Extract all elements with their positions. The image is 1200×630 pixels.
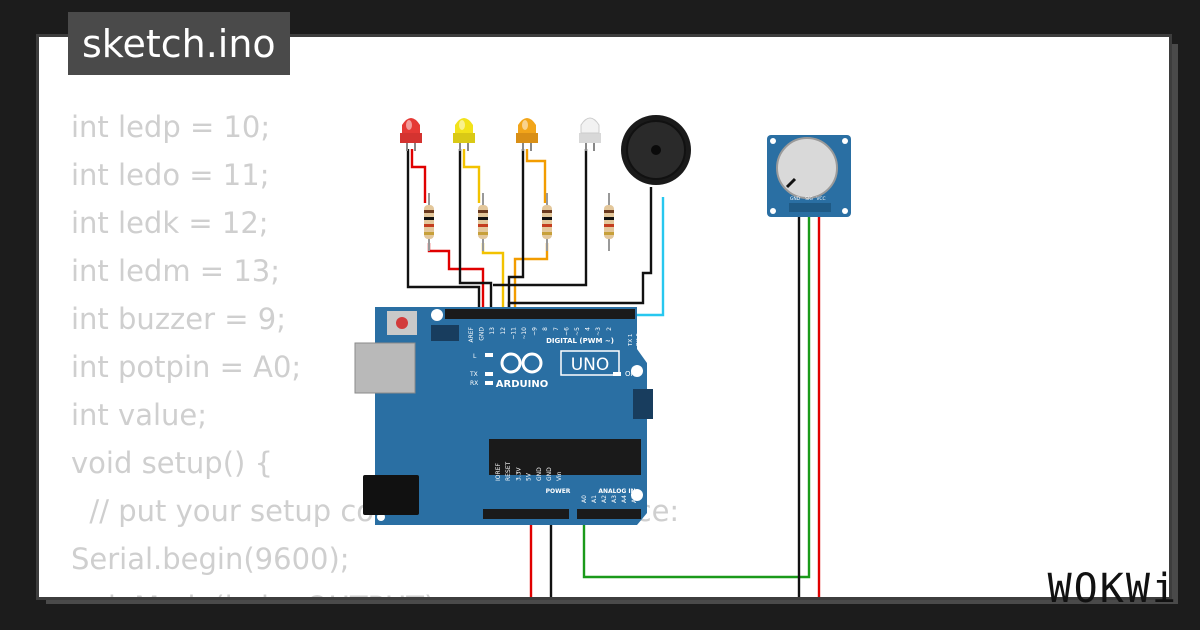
pin-label: ~6 [563,327,570,336]
pin-label: ~5 [574,327,581,336]
usb-port [354,342,416,394]
code-line: int ledk = 12; [71,206,269,240]
atmega-chip [489,439,641,475]
power-jack [363,475,419,515]
wire-black-red-led [406,149,481,313]
pin-label: ~11 [510,327,517,340]
code-line: int ledo = 11; [71,158,270,192]
pin-label: GND [479,327,486,341]
pot-label-vcc: VCC [816,196,825,202]
pin-label: 2 [606,327,613,331]
buzzer[interactable] [621,115,691,185]
pin-label: ~3 [595,327,602,336]
arduino-logo-icon [500,352,543,374]
code-line: int value; [71,398,208,432]
power-label: POWER [546,488,571,495]
analog-header [577,509,641,519]
pot-label-gnd: GND [790,196,801,202]
pin-label: AREF [468,326,475,342]
brand-logo: WOKWi [1047,566,1178,612]
pin-label: 4 [585,327,592,331]
preview-card: int ledp = 10; int ledo = 11; int ledk = 1… [36,34,1172,600]
code-line: int potpin = A0; [71,350,302,384]
pin-label: A4 [621,495,628,503]
wire-black-yellow-led [458,149,493,313]
digital-header-label: DIGITAL (PWM ~) [546,337,614,345]
pin-label: 13 [489,327,496,335]
code-line: pinMode(ledp, OUTPUT); [71,583,679,597]
analog-label: ANALOG IN [598,488,635,495]
pin-label: ~10 [521,327,528,340]
pin-label: A0 [581,495,588,503]
resistor-1[interactable] [424,193,434,251]
file-title: sketch.ino [68,12,290,75]
pin-label: A2 [601,495,608,503]
led-white[interactable] [579,117,601,151]
led-orange[interactable] [516,118,538,151]
tx-pin-label: TX 1 [628,334,634,347]
digital-header [445,309,635,319]
pin-label: 12 [500,327,507,335]
on-label: ON [625,370,636,378]
pin-label: IOREF [495,463,502,481]
board-name: ARDUINO [496,379,548,390]
arduino-uno[interactable]: UNO ARDUINO DIGITAL (PWM ~) POWER ANALOG… [354,307,653,525]
led-red[interactable] [400,118,422,151]
wire-red-led [410,149,427,203]
pin-label: A1 [591,495,598,503]
resistor-4[interactable] [604,193,614,251]
pin-label: 7 [553,327,560,331]
wire-black-white-led [493,149,588,287]
code-line: int ledp = 10; [71,110,271,144]
pin-label: RESET [505,461,512,481]
resistor-2[interactable] [478,193,488,251]
power-header [483,509,569,519]
code-line: void setup() { [71,446,273,480]
wire-red-resistor [427,243,485,313]
pin-label: 5V [526,472,533,481]
pin-label: GND [546,467,553,481]
board-model: UNO [571,355,610,375]
pin-label: 8 [542,327,549,331]
code-line: int ledm = 13; [71,254,280,288]
pot-label-sig: SIG [805,196,813,202]
potentiometer[interactable]: GND SIG VCC [767,135,851,217]
tx-label: TX [469,371,478,378]
wire-black-orange-led [507,149,525,313]
wire-orange-led [525,149,547,203]
rx-label: RX [470,380,478,387]
wire-yellow-led [462,149,481,203]
pin-label: Vin [556,471,563,481]
pin-label: A3 [611,495,618,503]
resistor-3[interactable] [542,193,552,251]
pin-label: ~9 [532,327,539,336]
circuit-diagram: GND SIG VCC [354,115,851,597]
l-label: L [473,353,477,360]
wire-green-a0 [582,213,811,579]
wire-cyan-buzzer [539,197,665,317]
rx-pin-label: RX 0 [636,333,642,346]
pin-label: A5 [631,495,638,503]
code-line: Serial.begin(9600); [71,542,350,576]
pin-label: GND [536,467,543,481]
pot-knob-indicator [785,177,797,189]
wire-yellow-resistor [481,243,505,313]
led-yellow[interactable] [453,118,475,151]
pin-label: 3.3V [515,466,522,481]
code-line: int buzzer = 9; [71,302,286,336]
wire-black-buzzer [507,187,653,313]
